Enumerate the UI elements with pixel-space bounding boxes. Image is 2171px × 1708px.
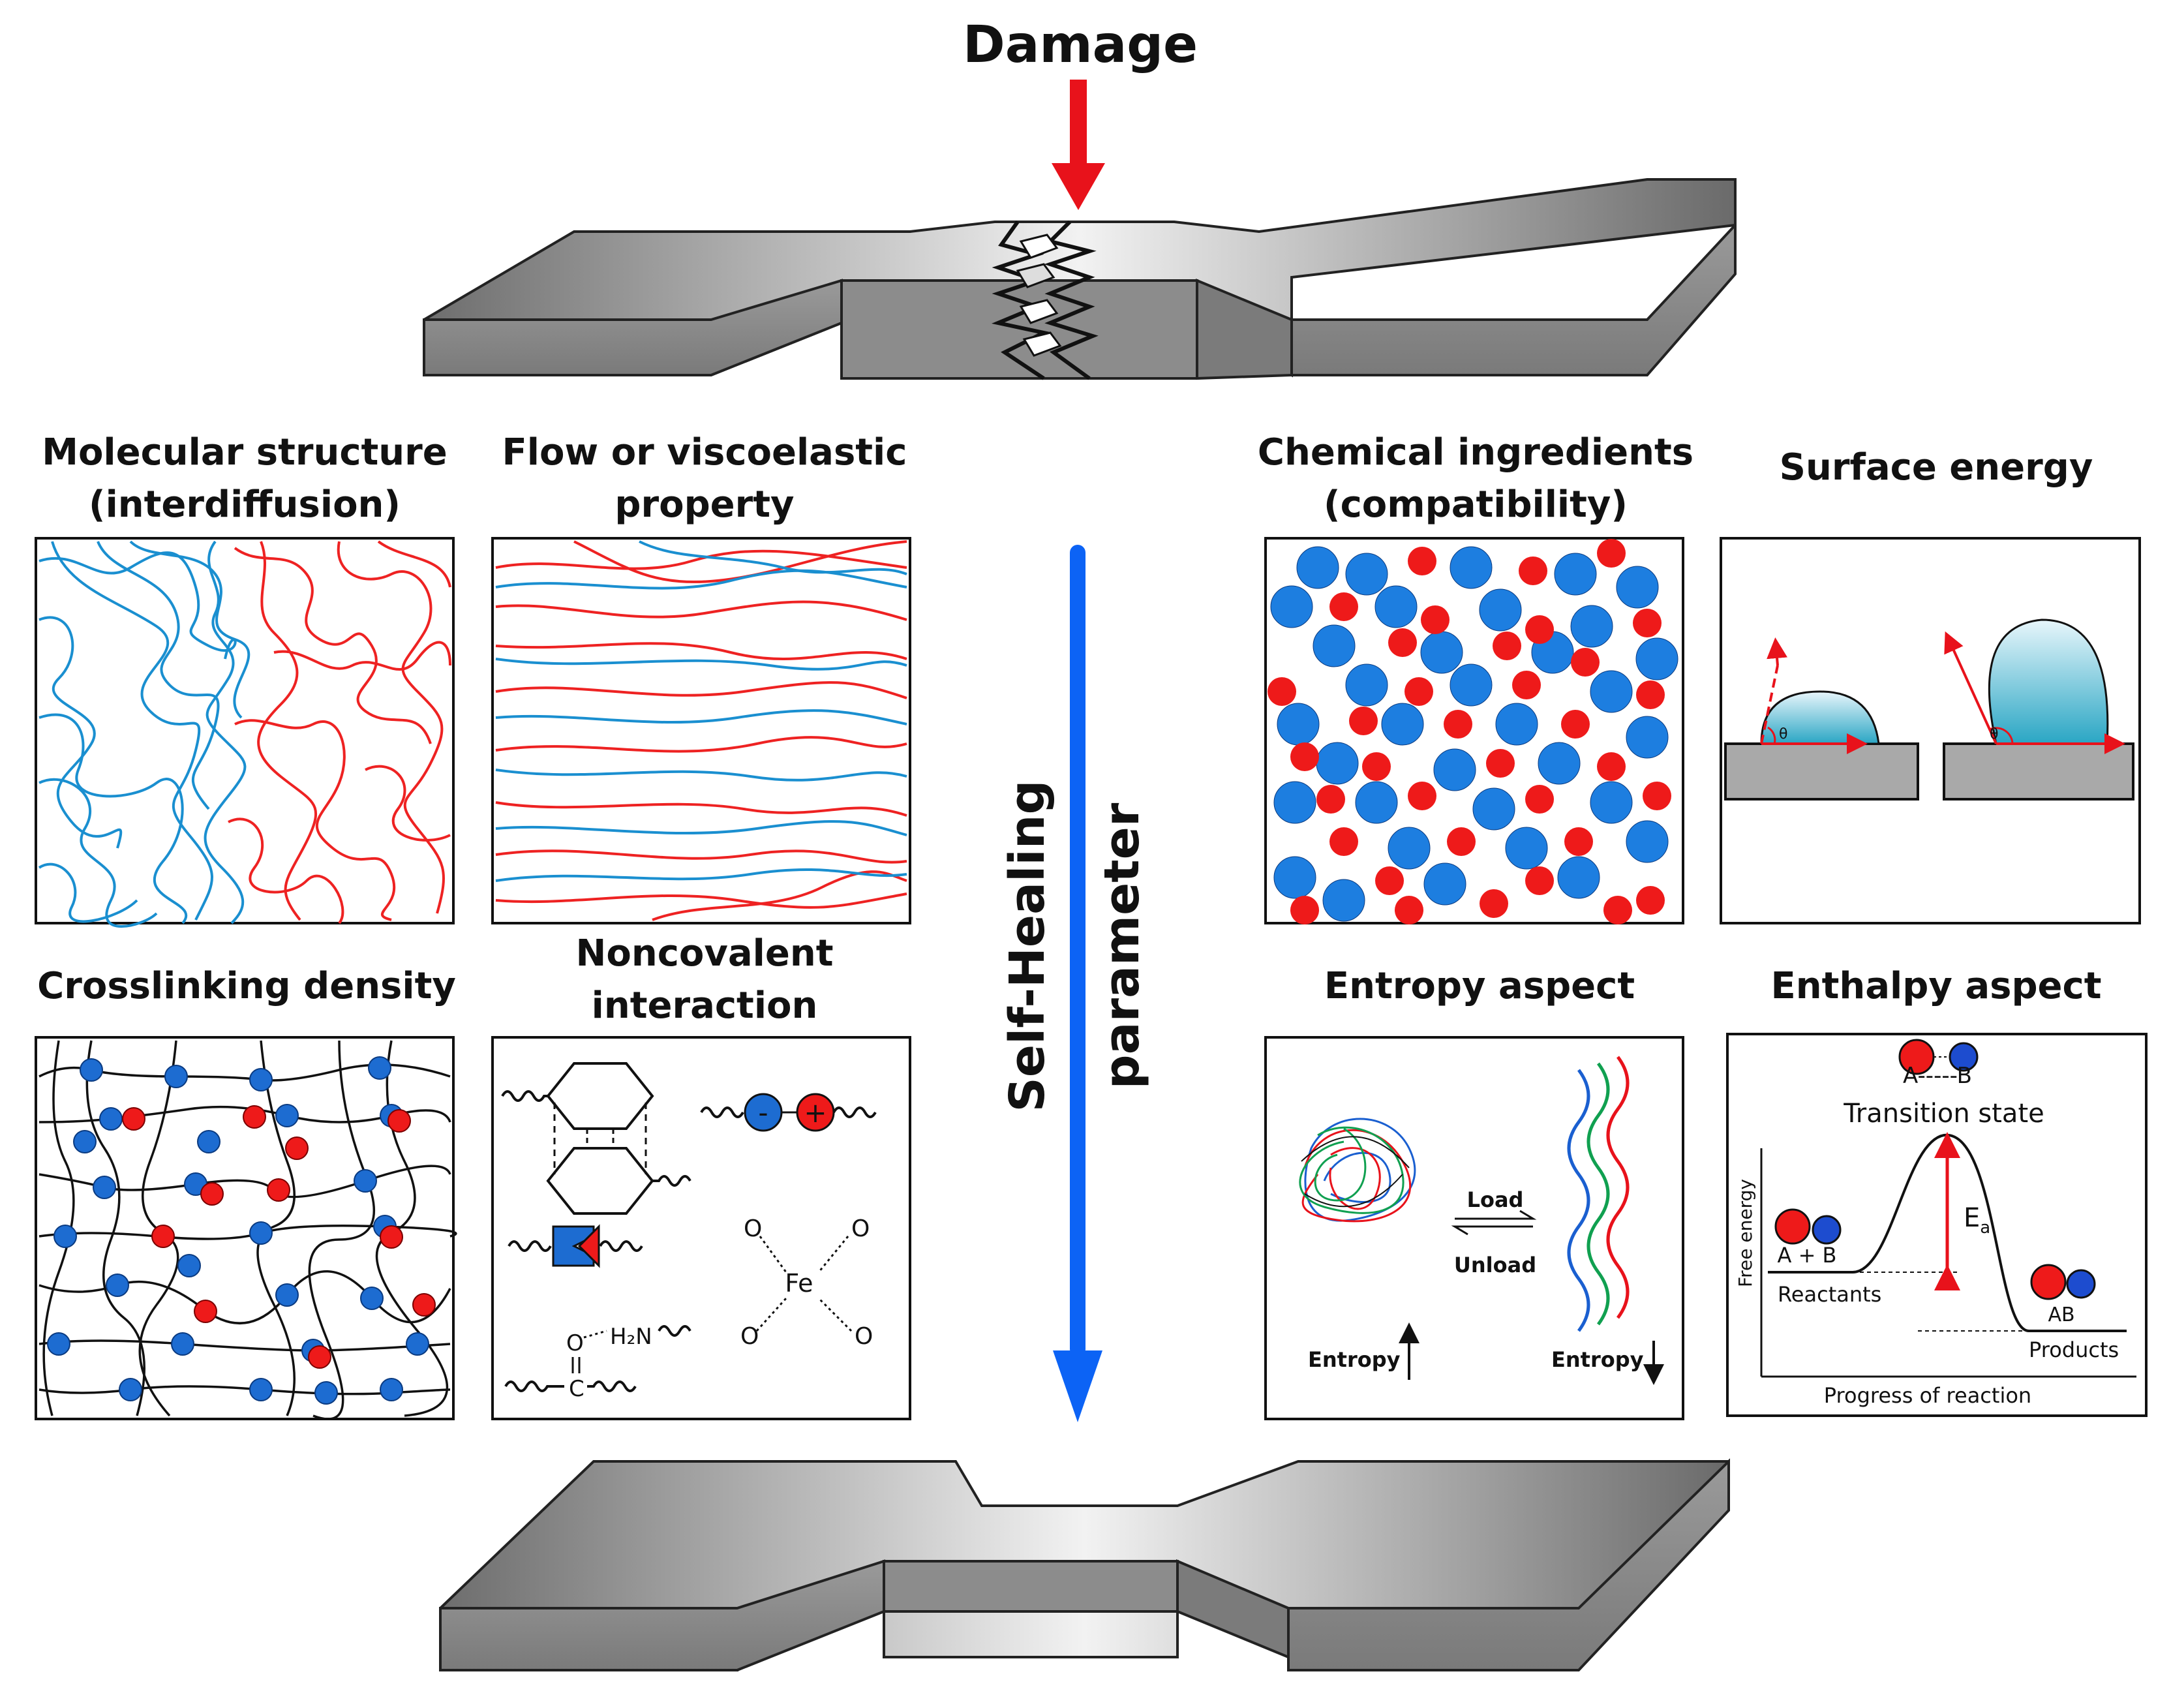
crosslink-title: Crosslinking density (37, 965, 456, 1007)
flow-title-line2: property (615, 483, 794, 526)
hydrogen-bond: H₂N O C (504, 1324, 691, 1402)
noncovalent-title-line1: Noncovalent (576, 932, 834, 975)
reactants-label: Reactants (1778, 1282, 1881, 1307)
substrate-right (1943, 742, 2134, 801)
noncovalent-panel: - + O O O O Fe H₂N O (491, 1036, 911, 1420)
ab-top-label: A-----B (1903, 1063, 1972, 1089)
h2n-label: H₂N (610, 1324, 652, 1350)
c-label: C (569, 1376, 584, 1402)
theta-right: θ (1990, 726, 1998, 742)
pi-stacking-structure (501, 1062, 691, 1215)
a-plus-b-label: A + B (1778, 1243, 1837, 1268)
stretched-chains (1567, 1056, 1630, 1332)
o-bottom-right: O (855, 1323, 873, 1350)
chemical-panel (1264, 537, 1684, 924)
o-top-left: O (744, 1215, 762, 1242)
entropy-right-label: Entropy (1551, 1347, 1644, 1372)
free-energy-label: Free energy (1735, 1179, 1756, 1287)
damaged-specimen (423, 178, 1737, 380)
o-carbonyl: O (566, 1330, 584, 1356)
entropy-panel: Load Unload Entropy Entropy (1264, 1036, 1684, 1420)
parameter-label: parameter (1094, 802, 1150, 1089)
surface-panel: θ θ (1720, 537, 2141, 924)
damage-arrow (1052, 80, 1105, 210)
ionic-pair: - + (700, 1093, 877, 1132)
self-healing-arrow (1053, 545, 1102, 1422)
ea-label: Ea (1964, 1203, 1990, 1238)
o-bottom-left: O (740, 1323, 759, 1350)
entropy-left-label: Entropy (1308, 1347, 1401, 1372)
tangled-coil (1299, 1118, 1416, 1223)
transition-state-label: Transition state (1843, 1099, 2044, 1129)
self-healing-label: Self-Healing (999, 780, 1055, 1112)
unload-label: Unload (1454, 1253, 1536, 1277)
metal-coordination: O O O O Fe (740, 1215, 873, 1350)
chemical-title-line2: (compatibility) (1324, 483, 1628, 526)
load-label: Load (1467, 1187, 1524, 1212)
molecular-title-line1: Molecular structure (42, 431, 448, 474)
molecular-panel (35, 537, 455, 928)
equilibrium-arrows (1451, 1210, 1537, 1236)
plus-sign: + (804, 1097, 827, 1129)
fe-label: Fe (785, 1269, 813, 1298)
enthalpy-panel: A-----B Transition state Ea A + B Reacta… (1726, 1033, 2148, 1417)
flow-title-line1: Flow or viscoelastic (502, 431, 907, 474)
substrate-left (1724, 742, 1919, 801)
host-guest-pair (508, 1224, 643, 1268)
surface-title: Surface energy (1780, 446, 2093, 489)
healed-specimen (439, 1458, 1730, 1671)
o-top-right: O (851, 1215, 870, 1242)
noncovalent-title-line2: interaction (592, 984, 818, 1027)
entropy-title: Entropy aspect (1324, 965, 1635, 1007)
molecular-title-line2: (interdiffusion) (89, 483, 401, 526)
products-label: Products (2029, 1337, 2119, 1362)
chemical-title-line1: Chemical ingredients (1258, 431, 1693, 474)
minus-sign: - (758, 1097, 768, 1129)
flow-panel (491, 537, 911, 924)
theta-left: θ (1779, 726, 1787, 742)
enthalpy-title: Enthalpy aspect (1771, 965, 2102, 1007)
progress-label: Progress of reaction (1824, 1383, 2031, 1408)
damage-title: Damage (963, 16, 1198, 74)
ab-label: AB (2048, 1304, 2074, 1326)
crosslink-panel (35, 1036, 457, 1420)
